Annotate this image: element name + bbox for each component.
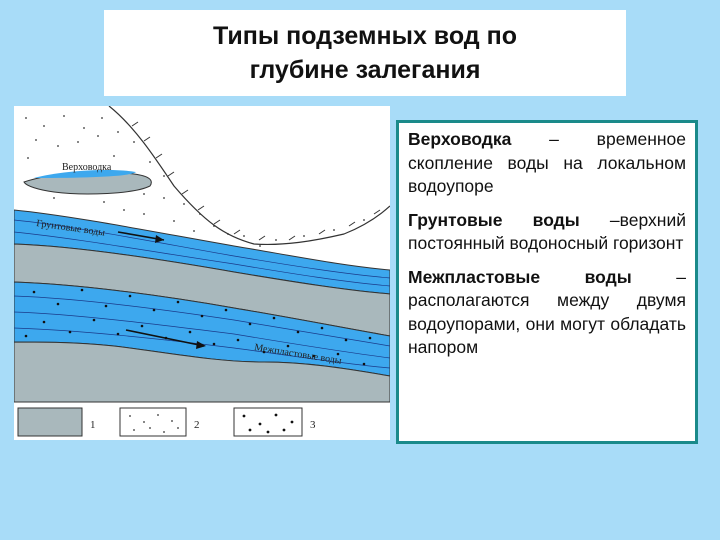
definition-interstratal-water: Межпластовые воды –располагаются между д… (408, 266, 686, 360)
definition-perched-water: Верховодка – временное скопление воды на… (408, 128, 686, 199)
term: Грунтовые воды (408, 210, 580, 230)
definitions-panel: Верховодка – временное скопление воды на… (396, 120, 698, 444)
cross-section-svg: Верховодка Грунтовые воды (14, 106, 390, 440)
page-title-line-1: Типы подземных вод по (213, 19, 517, 53)
title-panel: Типы подземных вод по глубине залегания (104, 10, 626, 96)
term: Верховодка (408, 129, 511, 149)
page-title-line-2: глубине залегания (250, 53, 481, 87)
definition-groundwater: Грунтовые воды –верхний постоянный водон… (408, 209, 686, 256)
legend: 1 2 3 (18, 408, 316, 436)
perched-water-label: Верховодка (62, 162, 112, 173)
legend-number: 3 (310, 419, 316, 431)
groundwater-cross-section: Верховодка Грунтовые воды (14, 106, 390, 440)
legend-item-clay: 1 (18, 408, 96, 436)
legend-item-aquifer-sand: 3 (234, 408, 316, 436)
legend-number: 1 (90, 419, 96, 431)
legend-item-sand: 2 (120, 408, 200, 436)
term: Межпластовые воды (408, 267, 632, 287)
legend-number: 2 (194, 419, 200, 431)
